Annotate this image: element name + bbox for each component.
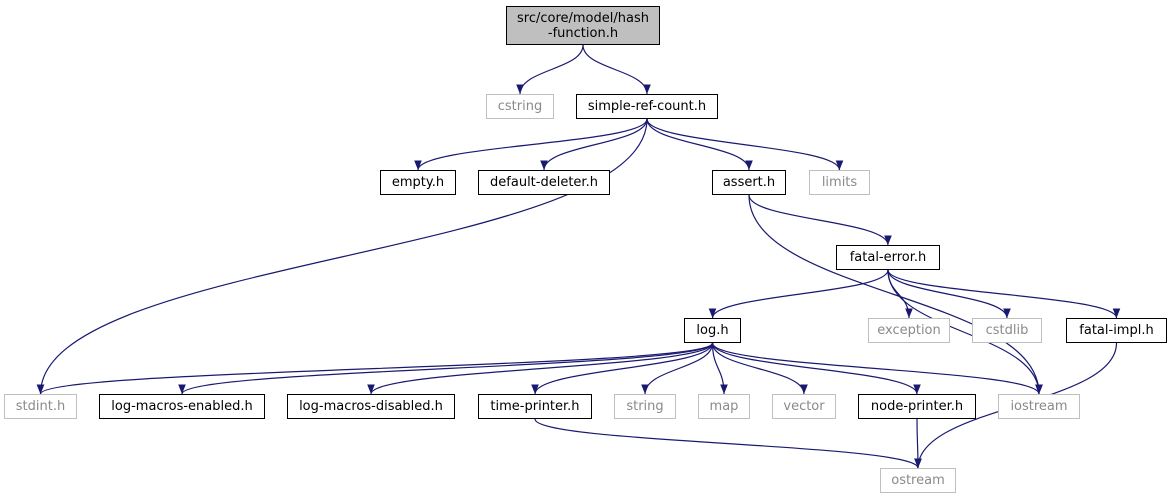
node-log-macros-enabled-h[interactable]: log-macros-enabled.h	[99, 394, 265, 419]
edge-logh-to-lmd	[367, 342, 714, 395]
edge-fatalerr-to-logh	[708, 269, 889, 319]
edge-simple-to-assert	[646, 118, 753, 171]
node-exception: exception	[868, 318, 950, 343]
node-root-hash-function-h: src/core/model/hash -function.h	[506, 6, 660, 45]
edge-logh-to-map	[711, 342, 728, 395]
node-iostream: iostream	[998, 394, 1080, 419]
edge-simple-to-limits	[646, 118, 844, 171]
node-log-h[interactable]: log.h	[684, 318, 741, 343]
edge-timep-to-ostream	[534, 418, 922, 469]
node-assert-h[interactable]: assert.h	[712, 170, 786, 195]
edge-root-to-cstring	[516, 44, 584, 95]
edge-simple-to-stdint	[36, 118, 648, 395]
node-string: string	[614, 394, 676, 419]
node-log-macros-disabled-h[interactable]: log-macros-disabled.h	[287, 394, 455, 419]
node-stdint-h: stdint.h	[4, 394, 77, 419]
node-empty-h[interactable]: empty.h	[380, 170, 456, 195]
edge-logh-to-nodep	[711, 342, 921, 395]
node-simple-ref-count-h[interactable]: simple-ref-count.h	[576, 94, 718, 119]
node-vector: vector	[772, 394, 836, 419]
edge-logh-to-timep	[531, 342, 714, 395]
edge-fatalerr-to-cstdlib	[887, 269, 1011, 319]
node-limits: limits	[809, 170, 870, 195]
edge-root-to-simple	[582, 44, 651, 95]
edge-fatalerr-to-fatalimpl	[887, 269, 1121, 319]
node-ostream: ostream	[880, 468, 956, 493]
edge-logh-to-lme	[178, 342, 714, 395]
node-default-deleter-h[interactable]: default-deleter.h	[478, 170, 610, 195]
node-fatal-impl-h[interactable]: fatal-impl.h	[1066, 318, 1167, 343]
node-fatal-error-h[interactable]: fatal-error.h	[836, 245, 940, 270]
edge-logh-to-iostream	[711, 342, 1043, 395]
node-time-printer-h[interactable]: time-printer.h	[478, 394, 592, 419]
node-node-printer-h[interactable]: node-printer.h	[858, 394, 976, 419]
node-cstring: cstring	[486, 94, 554, 119]
edge-assert-to-iostream	[748, 194, 1043, 395]
node-cstdlib: cstdlib	[972, 318, 1042, 343]
edge-simple-to-empty	[414, 118, 648, 171]
node-map: map	[698, 394, 750, 419]
edge-logh-to-stdint	[36, 342, 714, 395]
edge-fatalerr-to-iostream	[887, 269, 1043, 395]
edge-logh-to-string	[641, 342, 714, 395]
edge-assert-to-fatalerr	[748, 194, 892, 246]
edge-nodep-to-ostream	[914, 418, 922, 469]
edge-simple-to-deleter	[540, 118, 648, 171]
edge-logh-to-vector	[711, 342, 808, 395]
